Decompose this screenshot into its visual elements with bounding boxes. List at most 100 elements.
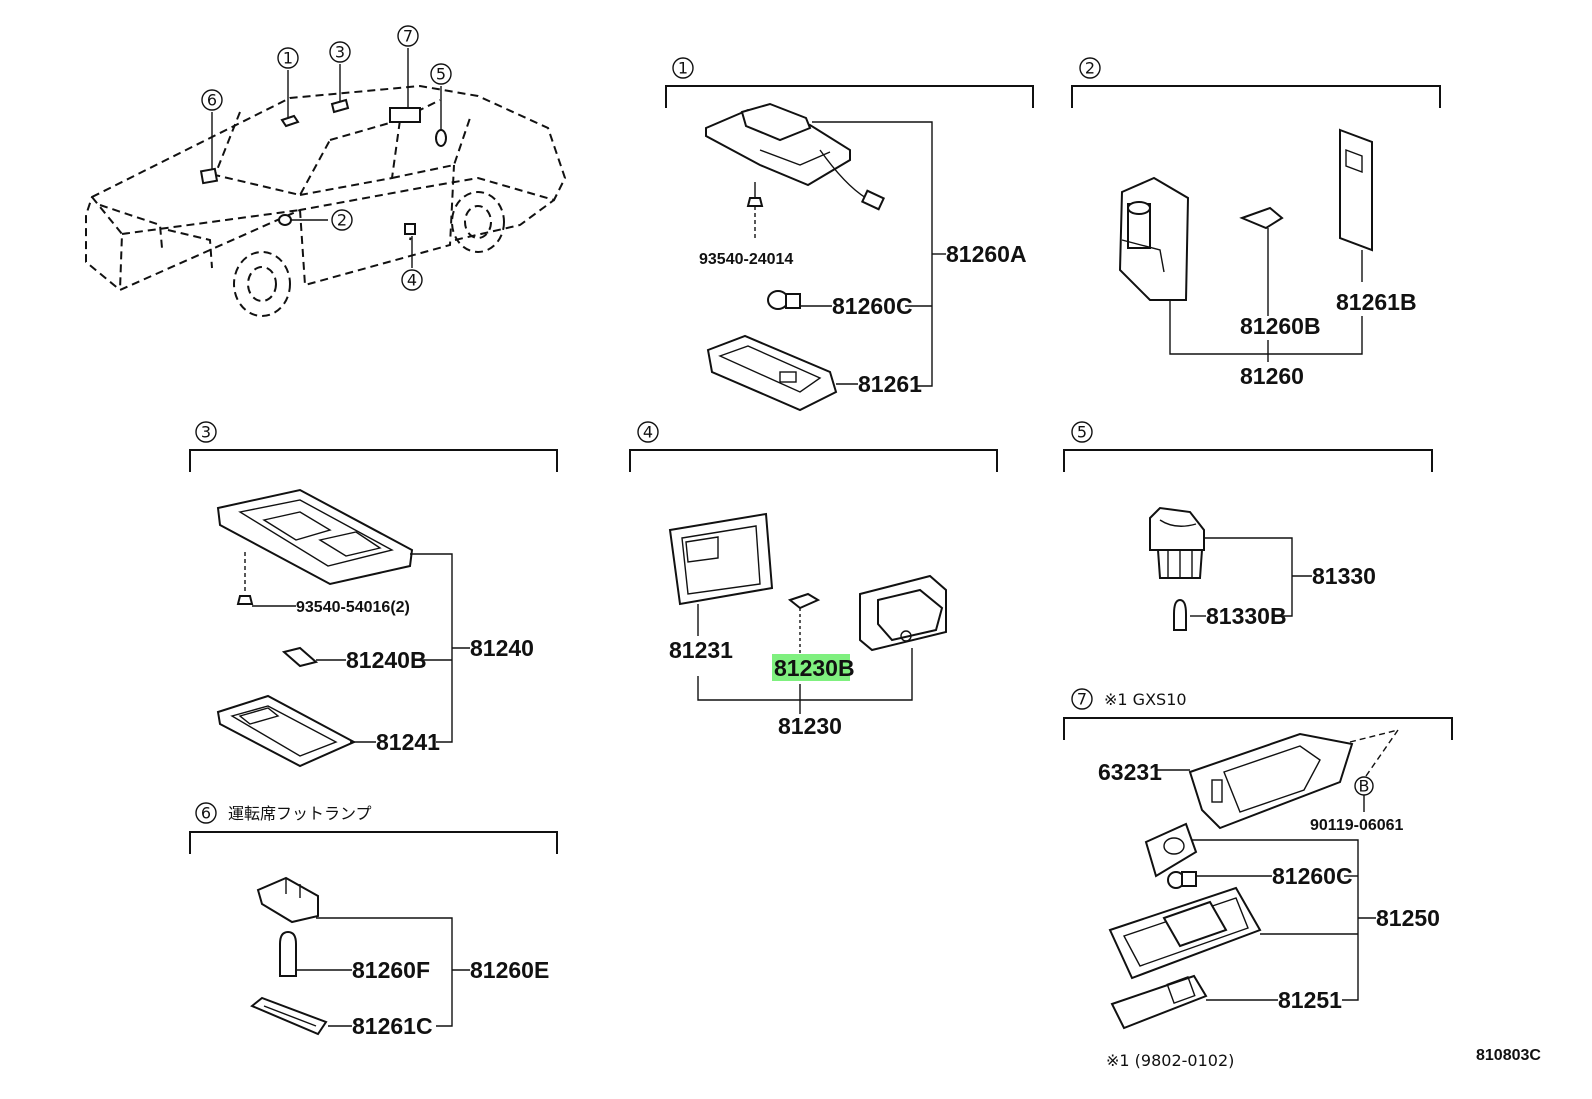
svg-text:4: 4 <box>407 271 417 290</box>
part-81230B[interactable]: 81230B <box>774 655 855 681</box>
roof-lamp-housing <box>705 102 886 211</box>
section-4-callout[interactable]: 4 <box>637 421 659 443</box>
vanity-lamp-marker <box>389 107 421 123</box>
svg-text:3: 3 <box>201 423 211 442</box>
bulb-81330B <box>1173 598 1187 631</box>
map-lamp-marker <box>330 98 350 114</box>
svg-text:3: 3 <box>335 43 345 62</box>
pillar-lamp-81330 <box>1149 506 1205 579</box>
svg-text:7: 7 <box>403 27 413 46</box>
section-1-callout[interactable]: 1 <box>672 57 694 79</box>
step-lamp-housing <box>859 574 947 652</box>
section-2-callout[interactable]: 2 <box>1079 57 1101 79</box>
svg-text:B: B <box>1359 777 1370 796</box>
svg-text:2: 2 <box>1085 59 1095 78</box>
part-90119-06061[interactable]: 90119-06061 <box>1310 817 1404 834</box>
svg-text:7: 7 <box>1077 690 1087 709</box>
part-81241[interactable]: 81241 <box>376 729 440 755</box>
svg-text:5: 5 <box>1077 423 1087 442</box>
svg-text:2: 2 <box>337 211 347 230</box>
section-6-title: 運転席フットランプ <box>228 804 372 823</box>
screw-marker-b[interactable]: B <box>1354 776 1374 796</box>
section-2: 2 81260B 81261B 81260 <box>1071 57 1441 389</box>
svg-text:6: 6 <box>207 91 217 110</box>
foot-lamp-housing <box>256 876 319 924</box>
section-4: 4 81231 81230B 81230 <box>629 421 998 739</box>
car-callout-5[interactable]: 5 <box>430 63 452 85</box>
part-81330[interactable]: 81330 <box>1312 563 1376 589</box>
lens-81261 <box>706 334 838 412</box>
car-callout-7[interactable]: 7 <box>397 25 419 47</box>
screw-93540-54016 <box>236 595 254 605</box>
vehicle-overview: 1 3 7 5 6 2 4 <box>85 25 567 317</box>
part-81260F[interactable]: 81260F <box>352 957 430 983</box>
section-5: 5 81330B 81330 <box>1063 421 1433 631</box>
plate-63231 <box>1188 732 1354 830</box>
diagram-code: 810803C <box>1476 1047 1541 1064</box>
map-lamp-housing <box>216 488 414 586</box>
part-81250[interactable]: 81250 <box>1376 905 1440 931</box>
bulb-81260C <box>767 290 832 310</box>
svg-text:5: 5 <box>436 65 446 84</box>
part-81260[interactable]: 81260 <box>1240 363 1304 389</box>
section-1: 1 93540-24014 81260C 81261 <box>665 57 1034 412</box>
bulb-81230B-shape <box>787 592 821 610</box>
car-callout-1[interactable]: 1 <box>277 47 299 69</box>
car-outline <box>85 84 567 317</box>
svg-text:6: 6 <box>201 804 211 823</box>
section-7-callout[interactable]: 7 <box>1071 688 1093 710</box>
lens-81261C <box>250 996 328 1036</box>
section-3-bracket <box>189 449 558 472</box>
bulb-81240B <box>281 646 319 668</box>
part-93540-54016[interactable]: 93540-54016(2) <box>296 599 410 616</box>
part-81240B[interactable]: 81240B <box>346 647 427 673</box>
svg-text:1: 1 <box>678 59 688 78</box>
car-callout-6[interactable]: 6 <box>201 89 223 111</box>
part-81260C[interactable]: 81260C <box>832 293 913 319</box>
step-lamp-marker <box>404 223 416 235</box>
lens-81241 <box>216 694 357 768</box>
part-81261B[interactable]: 81261B <box>1336 289 1417 315</box>
section-3-callout[interactable]: 3 <box>195 421 217 443</box>
bracket-81250 <box>1144 822 1198 878</box>
part-81260C-sec7[interactable]: 81260C <box>1272 863 1353 889</box>
part-81260E[interactable]: 81260E <box>470 957 549 983</box>
part-81231[interactable]: 81231 <box>669 637 733 663</box>
part-63231[interactable]: 63231 <box>1098 759 1162 785</box>
section-6-callout[interactable]: 6 <box>195 802 217 824</box>
car-callout-2[interactable]: 2 <box>331 209 353 231</box>
roof-lamp-marker <box>280 114 300 128</box>
part-93540-24014[interactable]: 93540-24014 <box>699 251 793 268</box>
part-81261[interactable]: 81261 <box>858 371 922 397</box>
bulb-81260B <box>1239 206 1284 230</box>
part-81261C[interactable]: 81261C <box>352 1013 433 1039</box>
car-callout-3[interactable]: 3 <box>329 41 351 63</box>
bulb-81260F <box>279 930 297 977</box>
door-lamp-marker <box>278 214 292 226</box>
part-81240[interactable]: 81240 <box>470 635 534 661</box>
part-81330B[interactable]: 81330B <box>1206 603 1287 629</box>
section-7-footnote: ※1 (9802-0102) <box>1106 1051 1234 1070</box>
section-5-bracket <box>1063 449 1433 472</box>
section-6: 6 運転席フットランプ 81260F 81261C 81260E <box>189 802 558 1039</box>
section-2-bracket <box>1071 85 1441 108</box>
section-7-note: ※1 GXS10 <box>1104 690 1187 709</box>
housing-81250 <box>1108 886 1262 980</box>
screw-93540-24014 <box>746 182 764 240</box>
foot-lamp-marker <box>199 167 219 185</box>
lens-81251 <box>1110 974 1208 1030</box>
lens-81231-shape <box>668 512 774 606</box>
pillar-lamp-marker <box>435 129 447 147</box>
part-81230[interactable]: 81230 <box>778 713 842 739</box>
svg-text:4: 4 <box>643 423 653 442</box>
section-7-bracket <box>1063 717 1453 740</box>
car-callout-4[interactable]: 4 <box>401 269 423 291</box>
part-81251[interactable]: 81251 <box>1278 987 1342 1013</box>
section-5-callout[interactable]: 5 <box>1071 421 1093 443</box>
part-81260B[interactable]: 81260B <box>1240 313 1321 339</box>
part-81260A[interactable]: 81260A <box>946 241 1027 267</box>
section-7: 7 ※1 GXS10 63231 B 90119-06061 81260C <box>1063 688 1453 1070</box>
bulb-81260C-sec7 <box>1167 871 1197 889</box>
svg-text:1: 1 <box>283 49 293 68</box>
lens-81261B <box>1339 128 1373 252</box>
